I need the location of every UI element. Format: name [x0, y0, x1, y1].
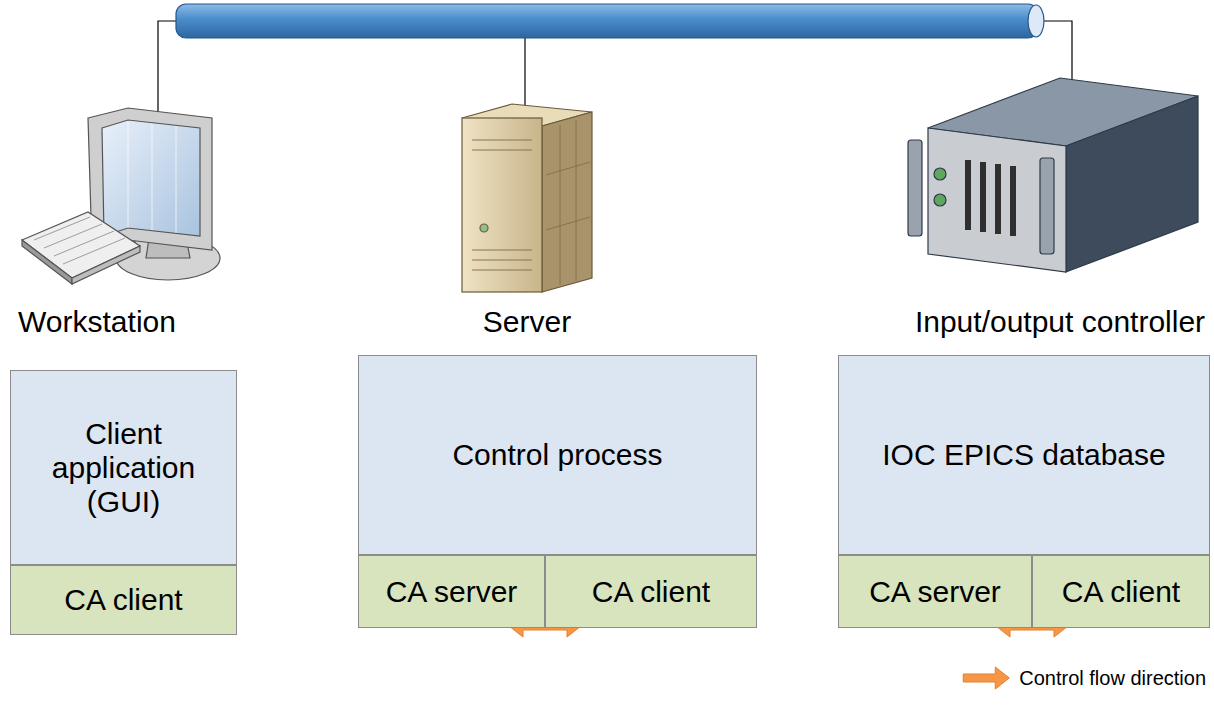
device-name: Server: [483, 305, 571, 339]
ioc-crate-icon: [908, 78, 1198, 272]
ca-server-layer: CA server: [838, 555, 1032, 628]
network-bus: [176, 4, 1044, 38]
layer-label: Client application (GUI): [49, 417, 199, 519]
layer-label: CA server: [869, 575, 1001, 609]
layer-label: CA client: [592, 575, 710, 609]
legend-label: Control flow direction: [1019, 666, 1206, 690]
ca-server-layer: CA server: [358, 555, 545, 628]
ca-client-layer: CA client: [1032, 555, 1210, 628]
server-icon: [462, 104, 592, 292]
layer-label: CA client: [1062, 575, 1180, 609]
device-name: Input/output controller: [915, 305, 1205, 339]
ca-client-layer: CA client: [545, 555, 757, 628]
layer-label: CA client: [64, 583, 182, 617]
legend-arrow-sample: [963, 667, 1009, 689]
layer-label: Control process: [452, 438, 662, 472]
layer-label: IOC EPICS database: [882, 438, 1165, 472]
application-layer: IOC EPICS database: [838, 355, 1210, 555]
layer-label: CA server: [386, 575, 518, 609]
ca-client-layer: CA client: [10, 565, 237, 635]
device-name: Workstation: [18, 305, 176, 339]
workstation-icon: [22, 108, 220, 284]
application-layer: Control process: [358, 355, 757, 555]
application-layer: Client application (GUI): [10, 370, 237, 565]
